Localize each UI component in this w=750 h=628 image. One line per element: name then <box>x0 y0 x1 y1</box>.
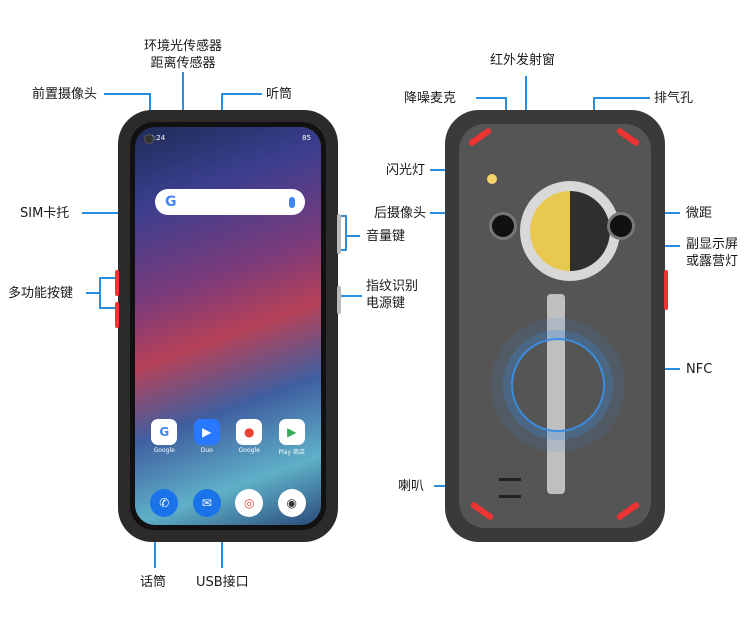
chrome-icon: ◎ <box>235 489 263 517</box>
speaker-label: 喇叭 <box>398 478 424 495</box>
front-camera-label: 前置摄像头 <box>32 86 97 103</box>
home-screen: 18:24 85 G G Google ▶ Duo ● Google <box>135 127 321 525</box>
dock: ✆ ✉ ◎ ◉ <box>143 489 313 517</box>
phone-icon: ✆ <box>150 489 178 517</box>
vent-label: 排气孔 <box>654 90 693 107</box>
speaker-grille-icon <box>499 478 521 498</box>
dock-messages[interactable]: ✉ <box>190 489 224 517</box>
google-folder-icon: G <box>151 419 177 445</box>
app-row: G Google ▶ Duo ● Google ▶ Play 商店 <box>143 419 313 456</box>
front-camera-icon <box>144 134 154 144</box>
app-play-store[interactable]: ▶ Play 商店 <box>275 419 309 456</box>
earpiece-label: 听筒 <box>266 86 292 103</box>
dock-chrome[interactable]: ◎ <box>232 489 266 517</box>
fingerprint-label: 指纹识别 电源键 <box>366 278 418 312</box>
dock-phone[interactable]: ✆ <box>147 489 181 517</box>
vent-accent-right <box>616 127 641 147</box>
phone-front: 18:24 85 G G Google ▶ Duo ● Google <box>118 110 338 542</box>
google-search-bar[interactable]: G <box>155 189 305 215</box>
back-plate <box>459 124 651 528</box>
ambient-sensor-label: 环境光传感器 距离传感器 <box>126 38 240 72</box>
microphone-label: 话筒 <box>140 574 166 591</box>
sub-display-text: 副显示屏 <box>686 236 738 253</box>
ir-window-label: 红外发射窗 <box>490 52 555 69</box>
mic-icon[interactable] <box>289 197 295 208</box>
battery-icon: 85 <box>302 134 311 142</box>
flash-label: 闪光灯 <box>386 162 425 179</box>
back-side-key <box>664 270 668 310</box>
bottom-accent-left <box>470 501 495 521</box>
bottom-accent-right <box>616 501 641 521</box>
multifunction-key-1 <box>115 270 119 296</box>
messages-icon: ✉ <box>193 489 221 517</box>
flash-icon <box>487 174 497 184</box>
sub-display-ring <box>520 181 620 281</box>
volume-label: 音量键 <box>366 228 405 245</box>
multifunction-label: 多功能按键 <box>8 285 73 302</box>
power-key-text: 电源键 <box>366 295 418 312</box>
fingerprint-text: 指纹识别 <box>366 278 418 295</box>
macro-label: 微距 <box>686 205 712 222</box>
nfc-label: NFC <box>686 361 712 378</box>
app-duo[interactable]: ▶ Duo <box>190 419 224 456</box>
duo-icon: ▶ <box>194 419 220 445</box>
usb-label: USB接口 <box>196 574 249 591</box>
rear-camera-icon <box>489 212 517 240</box>
noise-mic-label: 降噪麦克 <box>404 90 456 107</box>
rear-camera-label: 后摄像头 <box>374 205 426 222</box>
app-google-folder[interactable]: G Google <box>147 419 181 456</box>
vent-accent-left <box>468 127 493 147</box>
app-label: Google <box>147 447 181 454</box>
app-label: Google <box>232 447 266 454</box>
distance-sensor-text: 距离传感器 <box>126 55 240 72</box>
volume-key <box>337 214 341 254</box>
front-glass: 18:24 85 G G Google ▶ Duo ● Google <box>130 122 326 530</box>
play-store-icon: ▶ <box>279 419 305 445</box>
camp-light-text: 或露营灯 <box>686 253 738 270</box>
app-label: Play 商店 <box>275 447 309 456</box>
power-key <box>337 286 341 314</box>
camera-icon: ◉ <box>278 489 306 517</box>
app-label: Duo <box>190 447 224 454</box>
ambient-sensor-text: 环境光传感器 <box>126 38 240 55</box>
status-bar: 18:24 85 <box>145 131 311 145</box>
multifunction-key-2 <box>115 302 119 328</box>
assistant-icon: ● <box>236 419 262 445</box>
sub-display-icon <box>530 191 610 271</box>
phone-back <box>445 110 665 542</box>
google-logo-icon: G <box>165 194 177 210</box>
sub-display-label: 副显示屏 或露营灯 <box>686 236 738 270</box>
sim-tray-label: SIM卡托 <box>20 205 69 222</box>
app-google-assistant[interactable]: ● Google <box>232 419 266 456</box>
macro-camera-icon <box>607 212 635 240</box>
nfc-icon <box>511 338 605 432</box>
dock-camera[interactable]: ◉ <box>275 489 309 517</box>
